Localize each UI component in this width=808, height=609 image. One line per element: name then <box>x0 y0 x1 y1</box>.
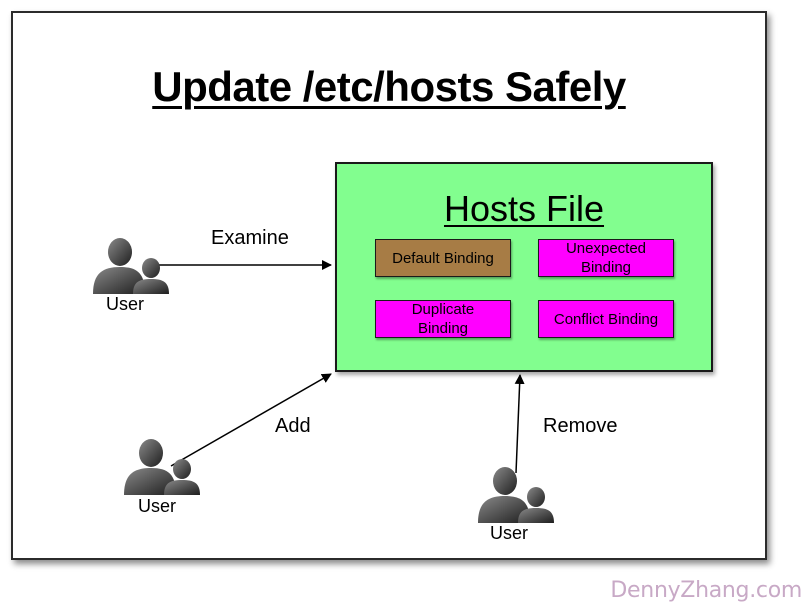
duplicate-binding-label: Duplicate Binding <box>411 301 475 337</box>
conflict-binding-label: Conflict Binding <box>553 310 659 328</box>
users-icon <box>124 439 200 495</box>
arrows-layer <box>153 260 525 474</box>
duplicate-binding-box: Duplicate Binding <box>375 300 511 338</box>
conflict-binding-box: Conflict Binding <box>538 300 674 338</box>
user-label-add: User <box>137 496 176 516</box>
remove-arrow <box>514 374 525 474</box>
users-icon <box>93 238 169 294</box>
add-label: Add <box>275 415 311 437</box>
hosts-file-title: Hosts File <box>443 188 605 229</box>
user-label-examine: User <box>105 294 144 314</box>
unexpected-binding-box: Unexpected Binding <box>538 239 674 277</box>
examine-label: Examine <box>211 227 289 249</box>
diagram-slide: Update /etc/hosts Safely Hosts File Defa… <box>11 11 767 560</box>
user-label-remove: User <box>489 523 528 543</box>
remove-label: Remove <box>543 415 618 437</box>
default-binding-label: Default Binding <box>392 249 494 267</box>
unexpected-binding-label: Unexpected Binding <box>565 240 647 276</box>
diagram-title: Update /etc/hosts Safely <box>152 63 626 110</box>
hosts-file-box: Hosts File Default Binding Unexpected Bi… <box>335 162 713 372</box>
add-arrow <box>170 373 332 467</box>
default-binding-box: Default Binding <box>375 239 511 277</box>
users-icon <box>478 467 554 523</box>
watermark: DennyZhang.com <box>610 578 802 603</box>
